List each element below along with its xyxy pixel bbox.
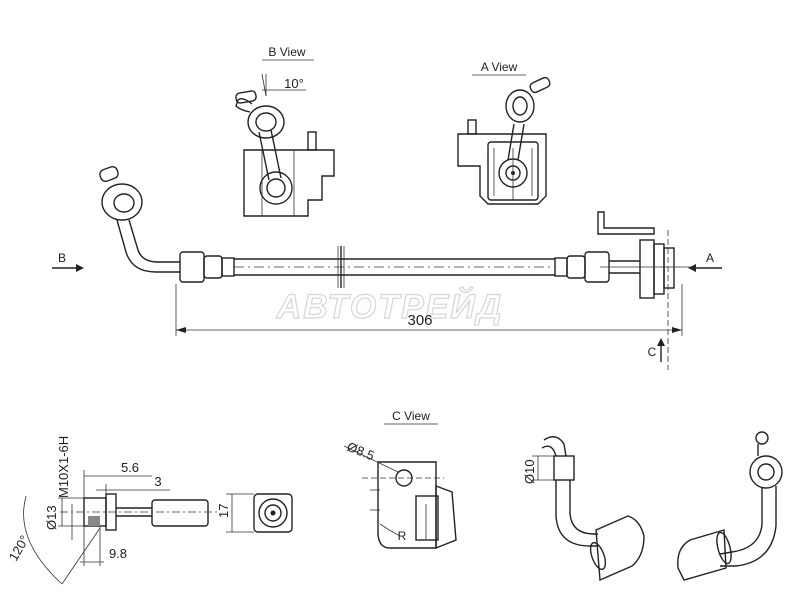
angle-10-label: 10° — [284, 76, 304, 91]
b-view-title: B View — [268, 45, 305, 59]
arrow-c-label: C — [648, 345, 657, 359]
c-view: C View Ø8.5 R — [343, 409, 457, 550]
view-arrows: B A C — [52, 251, 722, 362]
a-bolt-head — [529, 76, 551, 94]
a-view: A View — [457, 60, 551, 205]
dim-5-6-label: 5.6 — [121, 460, 139, 475]
end-view-hex — [253, 493, 293, 533]
left-crimp-fitting — [179, 251, 205, 283]
dim-13-label: Ø13 — [44, 505, 59, 530]
radius-label: R — [398, 529, 407, 543]
c-nut-side — [435, 484, 457, 550]
b-bracket-tab — [307, 131, 317, 151]
iso-right-eye-inner — [757, 463, 775, 481]
b-bracket-body — [243, 149, 335, 217]
a-bracket-body — [457, 133, 547, 205]
dim-17-label: 17 — [216, 504, 231, 518]
tube-iso-left: Ø10 — [522, 436, 645, 582]
left-eye-inner — [113, 193, 135, 213]
c-bracket — [377, 461, 437, 549]
b-bolt-head — [235, 90, 257, 104]
dim-9-8-label: 9.8 — [109, 546, 127, 561]
iso-left-sleeve — [595, 515, 645, 582]
a-view-title: A View — [481, 60, 518, 74]
hose-end-sleeve — [151, 499, 209, 527]
main-hose — [99, 165, 690, 370]
a-eye-inner — [512, 96, 528, 116]
right-bracket-plate — [639, 239, 655, 299]
a-eye-outer — [505, 89, 535, 123]
overall-length-label: 306 — [407, 312, 432, 329]
tube-iso-right — [677, 431, 783, 581]
b-view: B View 10° — [235, 45, 335, 217]
iso-right-sleeve — [677, 529, 727, 581]
c-view-title: C View — [392, 409, 430, 423]
iso-right-bolt — [755, 431, 769, 445]
dim-8-5-label: Ø8.5 — [345, 439, 377, 463]
b-fitting-inner — [266, 178, 286, 198]
arrow-a-label: A — [706, 251, 714, 265]
dim-10-label: Ø10 — [522, 459, 537, 484]
watermark: АВТОТРЕЙД — [276, 287, 504, 326]
arrow-b-label: B — [58, 251, 66, 265]
thread-label: M10X1-6H — [56, 436, 71, 498]
end-fitting-detail: M10X1-6H 5.6 3 Ø13 9.8 120° — [6, 436, 293, 585]
b-eye-inner — [255, 112, 277, 132]
left-bolt-head — [99, 165, 119, 183]
right-bracket-top — [597, 211, 655, 235]
overall-dimension: 306 — [175, 284, 683, 336]
b-fitting-outer — [259, 171, 293, 205]
left-eye-outer — [101, 183, 143, 221]
b-eye-outer — [247, 105, 285, 139]
right-nut — [663, 247, 675, 289]
a-bracket-tab — [467, 119, 477, 135]
iso-left-collar — [553, 455, 575, 481]
dim-3-label: 3 — [154, 474, 161, 489]
iso-right-eye-outer — [749, 455, 783, 489]
